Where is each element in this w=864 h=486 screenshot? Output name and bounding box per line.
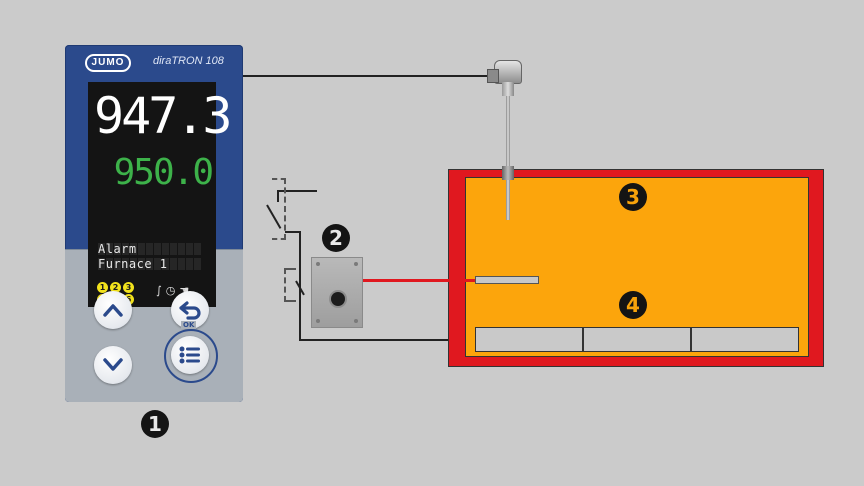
timer-icon: ◷ xyxy=(165,284,176,297)
screw-icon xyxy=(316,262,320,266)
menu-list-icon xyxy=(179,346,200,364)
callout-relay: 2 xyxy=(322,224,350,252)
sensor-cable xyxy=(243,75,493,77)
indicator-2: 2 xyxy=(110,282,121,293)
back-arrow-icon xyxy=(179,301,201,320)
callout-controller: 1 xyxy=(141,410,169,438)
indicator-1: 1 xyxy=(97,282,108,293)
screw-icon xyxy=(316,319,320,323)
up-button[interactable] xyxy=(94,291,132,329)
callout-furnace: 3 xyxy=(619,183,647,211)
status-icons: ∫ ◷ ☚ xyxy=(156,284,189,297)
brand-logo: JUMO xyxy=(85,54,131,72)
relay-top-line xyxy=(277,190,317,192)
relay-coil-dashed xyxy=(272,178,286,240)
thermocouple-connector xyxy=(487,69,499,83)
text-cells-row-1 xyxy=(98,243,201,255)
indicator-3: 3 xyxy=(123,282,134,293)
heater-element-1 xyxy=(475,327,583,352)
setpoint-value: 950.0 xyxy=(113,152,214,193)
display-text-line-1: Alarm xyxy=(98,242,137,256)
process-value: 947.3 xyxy=(94,87,233,145)
relay-indicator-knob xyxy=(331,292,345,306)
display-text-line-2: Furnace 1 xyxy=(98,257,168,271)
heater-probe-rod xyxy=(475,276,539,284)
ramp-icon: ∫ xyxy=(156,284,162,297)
thermocouple xyxy=(486,60,536,220)
heater-element-3 xyxy=(691,327,799,352)
down-button[interactable] xyxy=(94,346,132,384)
ok-label: OK xyxy=(181,321,197,329)
menu-ok-button[interactable] xyxy=(171,336,209,374)
solid-state-relay xyxy=(311,257,363,328)
thermocouple-fitting xyxy=(502,166,514,180)
relay-contact-line xyxy=(285,231,301,233)
screw-icon xyxy=(354,262,358,266)
thermocouple-stem xyxy=(506,96,510,168)
heater-wire-horizontal xyxy=(299,339,476,341)
chevron-up-icon xyxy=(103,304,123,317)
ok-ring xyxy=(164,329,218,383)
thermocouple-probe xyxy=(506,180,510,220)
display-screen: 947.3 950.0 Alarm Furnace 1 1 2 3 4 5 6 … xyxy=(88,82,233,307)
text-cells-row-2 xyxy=(98,258,201,270)
ssr-coil-dashed xyxy=(284,268,296,302)
temperature-controller: JUMO diraTRON 108 947.3 950.0 Alarm Furn… xyxy=(65,45,243,402)
heater-element-2 xyxy=(583,327,691,352)
relay-top-vertical xyxy=(277,190,279,202)
callout-heaters: 4 xyxy=(619,291,647,319)
manual-hand-icon: ☚ xyxy=(179,284,190,297)
chevron-down-icon xyxy=(103,358,123,371)
thermocouple-neck xyxy=(502,82,514,96)
power-wire xyxy=(362,279,476,282)
screw-icon xyxy=(354,319,358,323)
model-name: diraTRON 108 xyxy=(153,55,224,67)
